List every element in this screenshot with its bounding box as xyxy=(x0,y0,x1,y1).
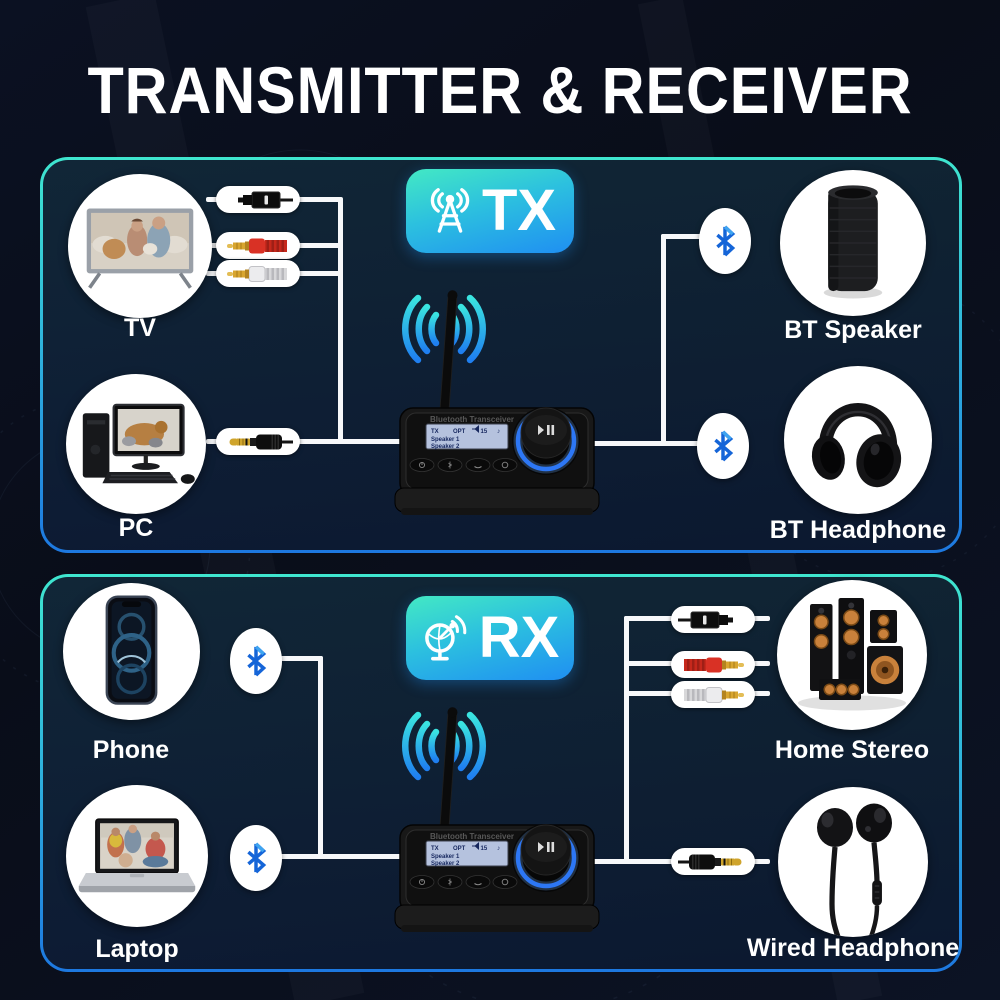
bluetooth-button-icon xyxy=(448,461,452,469)
svg-text:OPT: OPT xyxy=(453,846,466,852)
rca-red-cable xyxy=(671,651,755,678)
phone-image xyxy=(63,583,200,720)
page-title: TRANSMITTER & RECEIVER xyxy=(87,53,913,127)
bt-headphone-label: BT Headphone xyxy=(769,516,947,544)
tx-badge: TX xyxy=(406,169,574,253)
home-stereo-image xyxy=(777,580,927,730)
svg-text:OPT: OPT xyxy=(453,429,466,435)
device-brand-text: Bluetooth Transceiver xyxy=(430,832,514,841)
bluetooth-icon xyxy=(230,825,282,891)
volume-icon xyxy=(472,425,479,433)
rca-white-cable xyxy=(216,260,300,287)
laptop-image xyxy=(66,785,208,927)
svg-text:Speaker 2: Speaker 2 xyxy=(431,861,460,867)
mode-button-icon xyxy=(501,878,509,886)
wire-phone-branch xyxy=(250,656,323,661)
wire-laptop-device xyxy=(250,854,406,859)
wire-right-bus xyxy=(661,234,666,446)
broadcast-tower-icon xyxy=(430,188,470,233)
play-pause-icon xyxy=(538,425,555,435)
aux-jack-cable xyxy=(671,848,755,875)
rx-badge-label: RX xyxy=(478,605,560,670)
bt-speaker-image xyxy=(780,170,926,316)
call-button-icon xyxy=(474,883,482,886)
play-pause-icon xyxy=(538,842,555,852)
wire-left-bus-rx xyxy=(318,656,323,859)
satellite-dish-icon xyxy=(424,615,467,661)
device-buttons xyxy=(409,875,518,889)
device-screen: TX OPT 15 ♪ Speaker 1 Speaker 2 xyxy=(425,840,509,867)
svg-text:15: 15 xyxy=(481,846,488,852)
music-note-icon: ♪ xyxy=(497,845,500,852)
wire-speaker-branch xyxy=(661,234,727,239)
wired-headphone-image xyxy=(778,787,928,937)
device-screen: TX OPT 15 ♪ Speaker 1 Speaker 2 xyxy=(425,423,509,450)
tx-badge-label: TX xyxy=(481,178,557,243)
bt-speaker-label: BT Speaker xyxy=(784,316,922,344)
bluetooth-transceiver-device: Bluetooth Transceiver TX OPT 15 ♪ Speake… xyxy=(392,699,602,934)
bluetooth-icon xyxy=(699,208,751,274)
wire-left-bus xyxy=(338,197,343,444)
wire-device-headphone xyxy=(590,441,724,446)
home-stereo-label: Home Stereo xyxy=(774,736,930,764)
optical-cable xyxy=(671,606,755,633)
svg-text:15: 15 xyxy=(481,429,488,435)
laptop-label: Laptop xyxy=(95,935,179,963)
svg-text:TX: TX xyxy=(431,429,439,435)
pc-image xyxy=(66,374,206,514)
volume-knob xyxy=(512,824,580,892)
phone-label: Phone xyxy=(92,736,170,764)
call-button-icon xyxy=(474,466,482,469)
wire-right-bus-rx xyxy=(624,616,629,864)
aux-jack-cable xyxy=(216,428,300,455)
mode-button-icon xyxy=(501,461,509,469)
device-brand-text: Bluetooth Transceiver xyxy=(430,415,514,424)
bluetooth-button-icon xyxy=(448,878,452,886)
bluetooth-icon xyxy=(697,413,749,479)
bt-headphone-image xyxy=(784,366,932,514)
antenna xyxy=(439,707,458,836)
bluetooth-transceiver-device: Bluetooth Transceiver TX OPT 15 ♪ Speake… xyxy=(392,282,602,517)
rx-badge: RX xyxy=(406,596,574,680)
rca-red-cable xyxy=(216,232,300,259)
wired-headphone-label: Wired Headphone xyxy=(746,934,960,962)
antenna xyxy=(439,290,458,419)
pc-label: PC xyxy=(118,514,154,542)
volume-icon xyxy=(472,842,479,850)
volume-knob xyxy=(512,407,580,475)
tv-label: TV xyxy=(124,314,156,342)
svg-text:TX: TX xyxy=(431,846,439,852)
music-note-icon: ♪ xyxy=(497,428,500,435)
optical-cable xyxy=(216,186,300,213)
svg-text:Speaker 1: Speaker 1 xyxy=(431,854,460,860)
svg-text:Speaker 1: Speaker 1 xyxy=(431,437,460,443)
svg-text:Speaker 2: Speaker 2 xyxy=(431,444,460,450)
device-buttons xyxy=(409,458,518,472)
bluetooth-icon xyxy=(230,628,282,694)
tv-image xyxy=(68,174,212,318)
rca-white-cable xyxy=(671,681,755,708)
wire-pc-jack xyxy=(206,439,406,444)
